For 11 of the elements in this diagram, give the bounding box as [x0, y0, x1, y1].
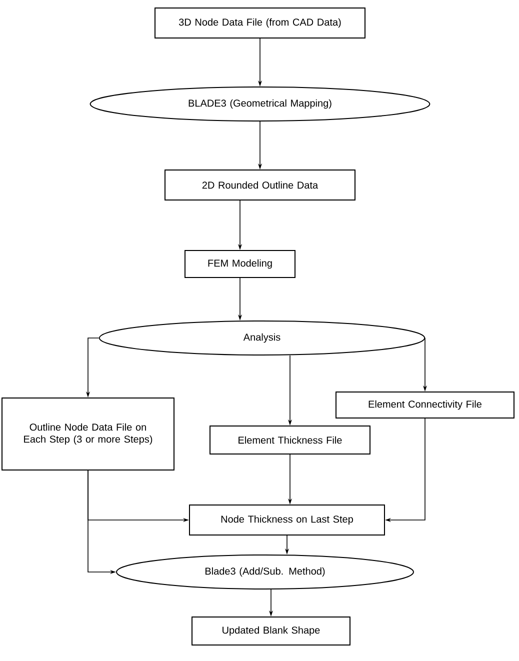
ellipse-node: Blade3 (Add/Sub. Method): [116, 554, 414, 590]
ellipse-node: BLADE3 (Geometrical Mapping): [90, 86, 430, 122]
process-box: Element Thickness File: [210, 426, 370, 454]
process-box: FEM Modeling: [184, 250, 296, 278]
ellipse-node: Analysis: [98, 320, 426, 356]
process-box: Element Connectivity File: [336, 392, 514, 418]
process-box: 3D Node Data File (from CAD Data): [154, 8, 366, 38]
process-box: Node Thickness on Last Step: [189, 504, 385, 536]
process-box: Outline Node Data File on Each Step (3 or more Steps): [2, 398, 174, 470]
process-box: 2D Rounded Outline Data: [164, 170, 356, 200]
process-box: Updated Blank Shape: [192, 616, 350, 646]
